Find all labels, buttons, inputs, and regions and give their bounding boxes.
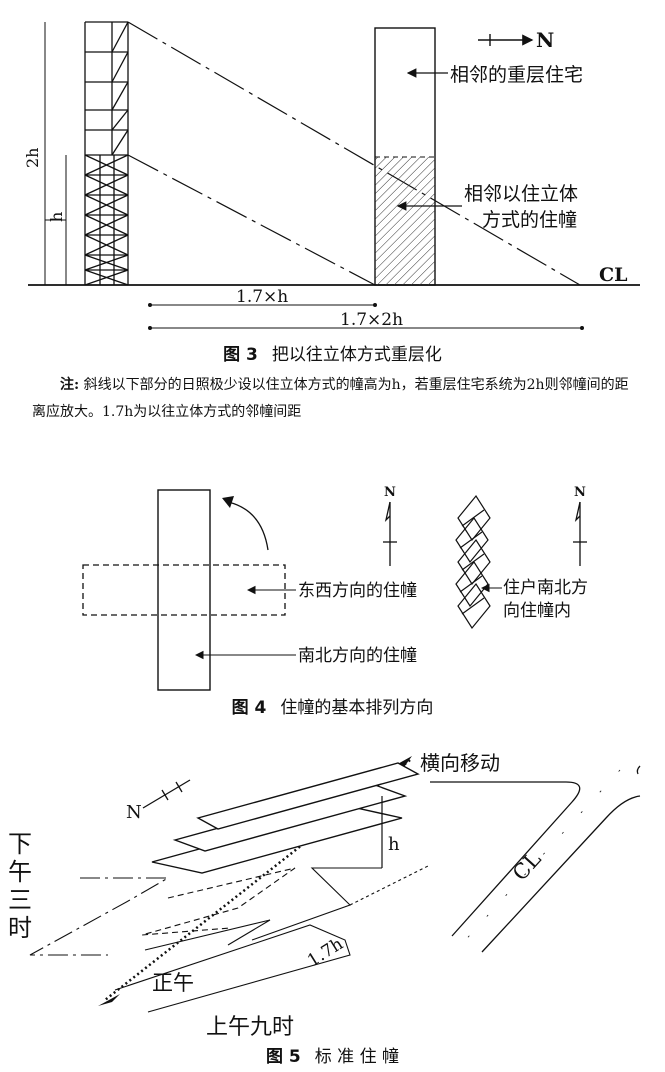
figure-3-note: 注: 斜线以下部分的日照极少设以住立体方式的幢高为h，若重层住宅系统为2h则邻幢…: [32, 372, 632, 426]
compass-n-label: N: [126, 802, 142, 823]
shadow-outlines: [29, 864, 431, 1013]
shadow-line-2h: [127, 21, 581, 286]
label-17h: 1.7h: [304, 934, 347, 971]
figure-5-caption: 图 5 标 准 住 幢: [0, 1042, 665, 1067]
figure-3-title: 把以往立体方式重层化: [271, 345, 442, 365]
label-residence-line2: 向住幢内: [503, 601, 571, 621]
figure-3-diagram: 2h h N: [23, 21, 640, 330]
label-old-line2: 方式的住幢: [482, 209, 577, 231]
note-text: 斜线以下部分的日照极少设以住立体方式的幢高为h，若重层住宅系统为2h则邻幢间的距…: [32, 377, 629, 420]
compass-icon-2: [573, 501, 587, 566]
figure-3-number: 图 3: [223, 345, 258, 365]
label-heavy-building: 相邻的重层住宅: [450, 64, 583, 86]
label-pm-1: 下: [8, 830, 32, 858]
axis-end-arrow-icon: [98, 994, 120, 1006]
figure-4-diagram: 东西方向的住幢 南北方向的住幢 N N 住户南北方 向住幢内: [82, 485, 588, 691]
ns-building: [157, 489, 211, 691]
figure-5-diagram: 横向移动 N h 1.7h 下 午 三 时 正午 上午九时 CL: [8, 751, 641, 1040]
label-2h: 2h: [23, 148, 42, 168]
rotate-arrow-icon: [227, 501, 269, 551]
label-pm-4: 时: [8, 914, 32, 942]
left-building-stack: [84, 21, 129, 286]
compass-n2-label: N: [574, 485, 586, 500]
residence-zigzag-stack: [455, 494, 491, 630]
compass-n1-label: N: [384, 485, 396, 500]
shaded-region: [375, 157, 435, 285]
dim-label-2: 1.7×2h: [340, 310, 403, 330]
compass-icon: [142, 779, 191, 809]
compass-icon-1: [383, 501, 397, 566]
figure-5-number: 图 5: [266, 1047, 301, 1067]
compass-n-label: N: [536, 28, 554, 52]
label-ew-building: 东西方向的住幢: [298, 581, 417, 601]
label-h: h: [388, 834, 400, 855]
figure-4-caption: 图 4 住幢的基本排列方向: [0, 693, 665, 718]
label-pm-2: 午: [8, 858, 32, 886]
label-old-line1: 相邻以住立体: [464, 183, 578, 205]
label-pm-3: 三: [8, 886, 32, 914]
road-outline: [430, 765, 641, 953]
figure-4-number: 图 4: [231, 698, 267, 718]
label-residence-line1: 住户南北方: [503, 578, 588, 598]
label-morning: 上午九时: [206, 1015, 294, 1040]
label-noon: 正午: [152, 971, 194, 995]
label-cl: CL: [508, 847, 546, 885]
label-lateral-move: 横向移动: [420, 751, 500, 775]
label-cl: CL: [599, 264, 627, 286]
figure-5-title: 标 准 住 幢: [314, 1047, 399, 1067]
label-h: h: [47, 212, 66, 222]
ew-building: [82, 564, 286, 616]
dim-label-1: 1.7×h: [236, 287, 288, 307]
compass-icon: [478, 34, 534, 46]
note-label: 注:: [60, 377, 80, 393]
floor-plates: [151, 762, 420, 874]
figure-4-title: 住幢的基本排列方向: [280, 698, 434, 718]
figure-3-caption: 图 3 把以往立体方式重层化: [0, 340, 665, 365]
label-ns-building: 南北方向的住幢: [298, 646, 417, 666]
shadow-line-h: [127, 154, 376, 286]
